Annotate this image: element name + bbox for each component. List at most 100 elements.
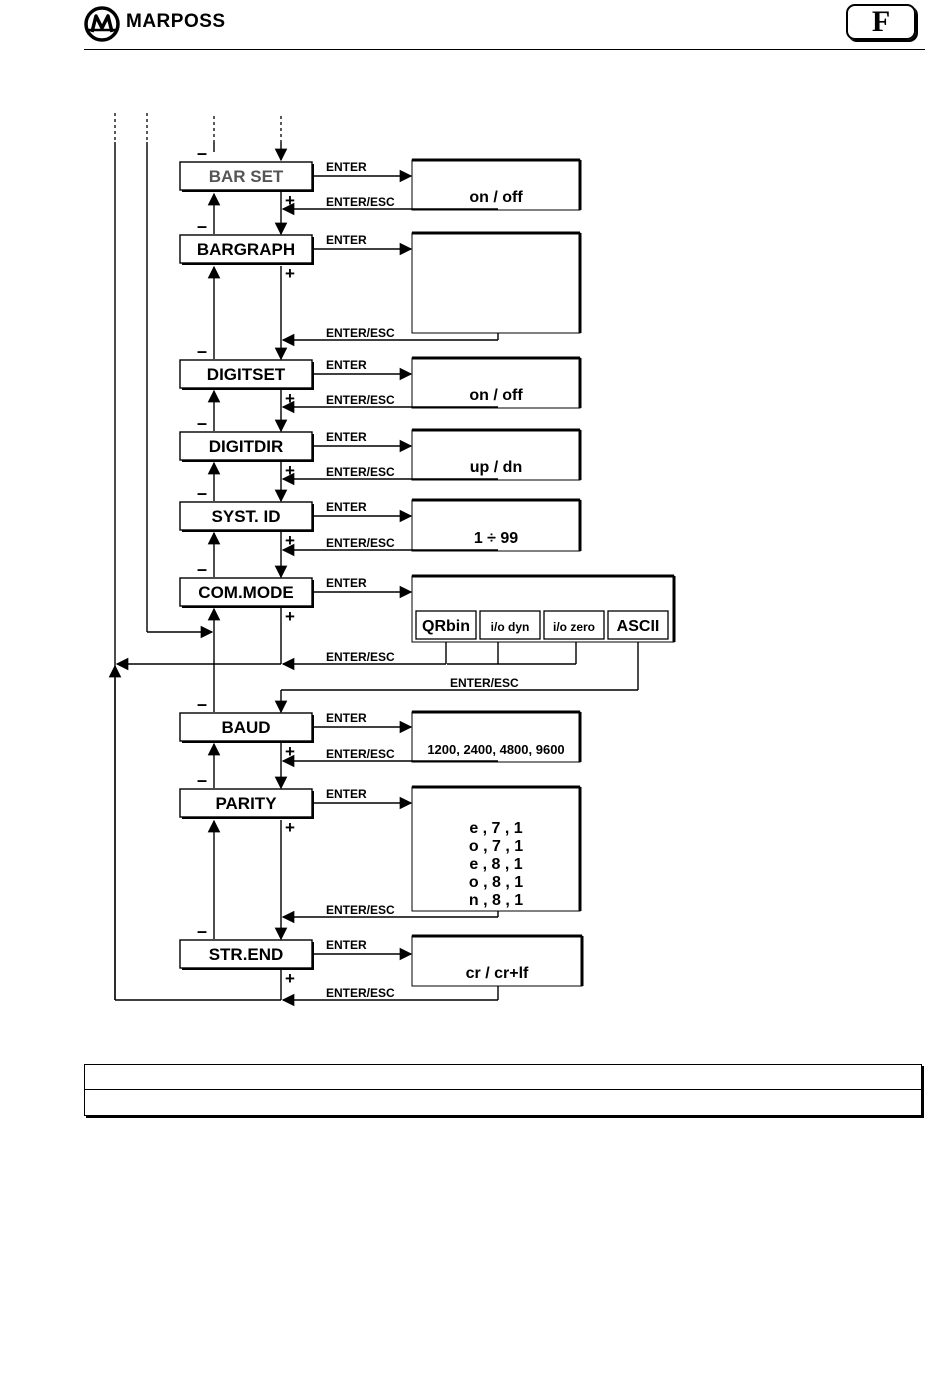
- plus-marker: +: [285, 461, 295, 480]
- value-text: cr / cr+lf: [466, 965, 529, 982]
- value-box-bargraph: [411, 231, 582, 334]
- value-box-syst-id: [411, 498, 582, 552]
- enter-label: ENTER: [326, 233, 367, 247]
- option-box[interactable]: [479, 610, 541, 640]
- minus-marker: –: [197, 921, 207, 941]
- enter-esc-label: ENTER/ESC: [326, 393, 395, 407]
- menu-item-syst-id[interactable]: SYST. ID: [179, 501, 314, 532]
- value-box-digitdir: [411, 428, 582, 481]
- minus-marker: –: [197, 341, 207, 361]
- menu-box[interactable]: [179, 788, 313, 818]
- language-badge: F: [846, 4, 916, 40]
- value-box-digitset: [411, 356, 582, 409]
- menu-item-digitdir[interactable]: DIGITDIR: [179, 431, 314, 462]
- parity-option: o , 7 , 1: [469, 838, 523, 855]
- menu-label-digitdir: DIGITDIR: [209, 437, 284, 456]
- menu-label-bargraph: BARGRAPH: [197, 240, 295, 259]
- enter-label: ENTER: [326, 576, 367, 590]
- enter-label: ENTER: [326, 938, 367, 952]
- incoming-dashed-lines: [114, 113, 282, 142]
- menu-item-bar-set[interactable]: BAR SET: [179, 161, 314, 192]
- menu-item-baud[interactable]: BAUD: [179, 712, 314, 743]
- plus-marker: +: [285, 607, 295, 626]
- enter-esc-label: ENTER/ESC: [450, 676, 519, 690]
- plus-marker: +: [285, 389, 295, 408]
- option-label: ASCII: [617, 618, 660, 635]
- option-box[interactable]: [415, 610, 477, 640]
- footer-note-box: [84, 1064, 922, 1116]
- menu-item-digitset[interactable]: DIGITSET: [179, 359, 314, 390]
- com-mode-option-ascii[interactable]: ASCII: [607, 610, 669, 640]
- footer-divider: [85, 1089, 921, 1090]
- option-box[interactable]: [543, 610, 605, 640]
- plus-marker: +: [285, 818, 295, 837]
- menu-label-com-mode: COM.MODE: [198, 583, 293, 602]
- enter-label: ENTER: [326, 711, 367, 725]
- value-box-frame: [411, 232, 581, 334]
- menu-label-parity: PARITY: [215, 794, 277, 813]
- menu-label-bar-set: BAR SET: [209, 167, 284, 186]
- enter-esc-label: ENTER/ESC: [326, 536, 395, 550]
- minus-marker: –: [197, 413, 207, 433]
- value-text: 1 ÷ 99: [474, 530, 518, 547]
- parity-option: o , 8 , 1: [469, 874, 523, 891]
- marposs-logo-icon: [84, 6, 120, 42]
- enter-esc-label: ENTER/ESC: [326, 195, 395, 209]
- minus-marker: –: [197, 770, 207, 790]
- menu-box[interactable]: [179, 501, 313, 531]
- com-mode-option-qrbin[interactable]: QRbin: [415, 610, 477, 640]
- value-box-str-end: [411, 934, 584, 987]
- enter-esc-label: ENTER/ESC: [326, 903, 395, 917]
- menu-box[interactable]: [179, 577, 313, 607]
- value-box-frame: [411, 786, 581, 912]
- option-label: QRbin: [422, 618, 470, 635]
- value-box-frame: [411, 935, 583, 987]
- flow-connectors: [108, 142, 639, 1001]
- option-label: i/o zero: [553, 620, 595, 634]
- value-text: on / off: [469, 189, 523, 206]
- parity-option: e , 8 , 1: [469, 856, 522, 873]
- brand-name: MARPOSS: [126, 11, 226, 32]
- enter-label: ENTER: [326, 500, 367, 514]
- option-box[interactable]: [607, 610, 669, 640]
- value-text: 1200, 2400, 4800, 9600: [427, 742, 564, 757]
- plus-marker: +: [285, 191, 295, 210]
- menu-box[interactable]: [179, 359, 313, 389]
- menu-item-bargraph[interactable]: BARGRAPH: [179, 234, 314, 265]
- plus-marker: +: [285, 531, 295, 550]
- com-mode-option-i-o-zero[interactable]: i/o zero: [543, 610, 605, 640]
- minus-marker: –: [197, 694, 207, 714]
- value-text: on / off: [469, 387, 523, 404]
- enter-esc-label: ENTER/ESC: [326, 747, 395, 761]
- value-box-frame: [411, 429, 581, 481]
- enter-esc-label: ENTER/ESC: [326, 986, 395, 1000]
- menu-box[interactable]: [179, 939, 313, 969]
- page-header: MARPOSS F: [0, 0, 950, 60]
- parity-option: e , 7 , 1: [469, 820, 522, 837]
- menu-box[interactable]: [179, 431, 313, 461]
- menu-label-str-end: STR.END: [209, 945, 284, 964]
- menu-label-syst-id: SYST. ID: [212, 507, 281, 526]
- header-rule: [84, 49, 925, 50]
- enter-esc-label: ENTER/ESC: [326, 650, 395, 664]
- plus-marker: +: [285, 969, 295, 988]
- menu-label-digitset: DIGITSET: [207, 365, 286, 384]
- enter-esc-label: ENTER/ESC: [326, 465, 395, 479]
- enter-label: ENTER: [326, 430, 367, 444]
- menu-box[interactable]: [179, 234, 313, 264]
- value-box-frame: [411, 711, 581, 763]
- com-mode-option-i-o-dyn[interactable]: i/o dyn: [479, 610, 541, 640]
- value-box-baud: [411, 710, 582, 763]
- plus-marker: +: [285, 742, 295, 761]
- menu-item-parity[interactable]: PARITY: [179, 788, 314, 819]
- menu-item-str-end[interactable]: STR.END: [179, 939, 314, 970]
- menu-item-com-mode[interactable]: COM.MODE: [179, 577, 314, 608]
- value-text: up / dn: [470, 459, 522, 476]
- menu-box[interactable]: [179, 712, 313, 742]
- menu-box[interactable]: [179, 161, 313, 191]
- minus-marker: –: [197, 559, 207, 579]
- enter-label: ENTER: [326, 160, 367, 174]
- parity-option: n , 8 , 1: [469, 892, 523, 909]
- minus-marker: –: [197, 483, 207, 503]
